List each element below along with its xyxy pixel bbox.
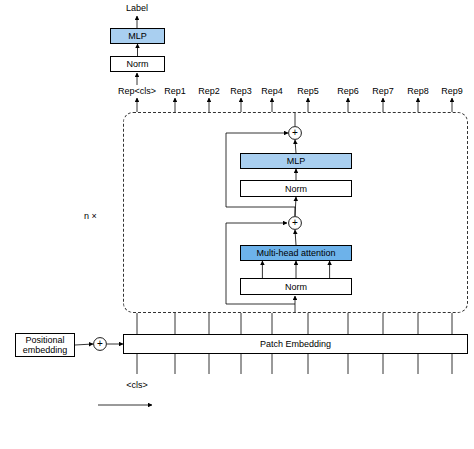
input-tick: [137, 354, 138, 374]
representation-label: Rep2: [198, 85, 220, 97]
arrow-line: [296, 261, 297, 278]
flow-arrow: [262, 261, 329, 278]
output-arrow: [137, 16, 138, 28]
rep-arrow: [418, 98, 419, 112]
rep-arrow: [308, 98, 309, 112]
patch-embedding-box: Patch Embedding: [123, 334, 468, 354]
node-text: Multi-head attention: [256, 248, 335, 258]
arrow-line: [295, 140, 296, 153]
rep-arrow: [137, 98, 138, 112]
node-text: Norm: [127, 59, 149, 69]
input-tick: [175, 354, 176, 374]
representation-label: Rep7: [372, 85, 394, 97]
input-tick: [418, 354, 419, 374]
input-tick: [452, 354, 453, 374]
arrow-line: [295, 197, 296, 216]
output-label: Label: [126, 2, 148, 14]
rep-arrow: [209, 98, 210, 112]
rep-arrow: [452, 98, 453, 112]
norm-box: Norm: [240, 180, 352, 197]
arrow-line: [329, 261, 330, 278]
arrow-line: [295, 230, 296, 245]
token-tick: [308, 313, 309, 334]
arrow-line: [296, 169, 297, 180]
arrow-line: [226, 133, 295, 216]
rep-arrow: [348, 98, 349, 112]
node-text: Norm: [285, 282, 307, 292]
flow-arrow: [75, 344, 93, 345]
arrow-line: [262, 261, 263, 278]
representation-label: Rep3: [230, 85, 252, 97]
cls-arrow: [137, 73, 138, 85]
block-output: [295, 113, 296, 126]
direction-arrow: [98, 405, 152, 406]
node-text: +: [97, 339, 103, 349]
block-input: [295, 296, 296, 313]
input-tick: [209, 354, 210, 374]
rep-arrow: [272, 98, 273, 112]
node-text: MLP: [287, 156, 306, 166]
rep-arrow: [175, 98, 176, 112]
repeat-label: n ×: [84, 211, 97, 221]
circle-shape: [94, 338, 107, 351]
rep-arrow: [241, 98, 242, 112]
arrow-line: [137, 44, 138, 56]
token-tick: [348, 313, 349, 334]
node-text: +: [292, 218, 298, 228]
add-circle: +: [288, 126, 302, 140]
representation-label: Rep<cls>: [118, 85, 156, 97]
node-text: MLP: [128, 31, 147, 41]
node-text: Norm: [285, 184, 307, 194]
flow-arrow: [295, 230, 296, 245]
add-circle: +: [93, 337, 107, 351]
input-tick: [241, 354, 242, 374]
node-text: Patch Embedding: [260, 339, 331, 349]
representation-label: Rep1: [164, 85, 186, 97]
token-tick: [137, 313, 138, 334]
flow-arrow: [295, 140, 296, 153]
node-text: +: [292, 128, 298, 138]
input-tick: [383, 354, 384, 374]
encoder-block: n ×+MLPNorm+Multi-head attentionNorm: [123, 112, 468, 313]
node-text: Positional embedding: [16, 335, 74, 355]
flow-arrow: [295, 197, 296, 216]
representation-label: Rep9: [441, 85, 463, 97]
rep-arrow: [383, 98, 384, 112]
add-circle: +: [288, 216, 302, 230]
flow-arrow: [296, 169, 297, 180]
norm-box: Norm: [240, 278, 352, 295]
token-tick: [241, 313, 242, 334]
input-tick: [308, 354, 309, 374]
mlp-head-box: MLP: [110, 28, 165, 44]
token-tick: [452, 313, 453, 334]
representation-label: Rep6: [337, 85, 359, 97]
representation-label: Rep8: [407, 85, 429, 97]
token-tick: [272, 313, 273, 334]
token-tick: [418, 313, 419, 334]
token-tick: [175, 313, 176, 334]
input-tick: [272, 354, 273, 374]
input-tick: [348, 354, 349, 374]
arrow-line: [75, 344, 93, 345]
token-tick: [383, 313, 384, 334]
flow-arrow: [137, 44, 138, 56]
attention-box: Multi-head attention: [240, 245, 352, 261]
representation-label: Rep5: [297, 85, 319, 97]
flow-arrow: [226, 133, 295, 216]
token-tick: [209, 313, 210, 334]
embedding-box: Positional embedding: [15, 333, 75, 357]
norm-box: Norm: [110, 56, 165, 72]
flow-arrow: [107, 344, 123, 345]
circle-shape: [289, 127, 302, 140]
mlp-box: MLP: [240, 153, 352, 169]
token-label: <cls>: [126, 379, 148, 391]
circle-shape: [289, 217, 302, 230]
representation-label: Rep4: [261, 85, 283, 97]
arrow-line: [107, 344, 123, 345]
